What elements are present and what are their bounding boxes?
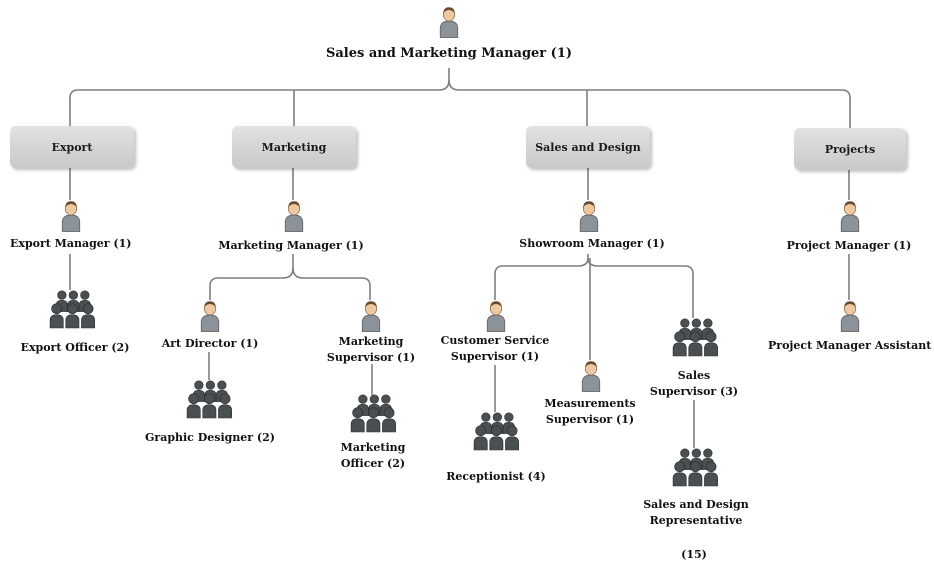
top-manager-person-icon: [438, 4, 460, 42]
export-manager-label: Export Manager (1): [10, 237, 132, 250]
dept-export: Export: [10, 126, 134, 168]
dept-sales-and-design: Sales and Design: [526, 126, 650, 168]
receptionist-label: Receptionist (4): [446, 470, 546, 483]
export-officer-label: Export Officer (2): [20, 341, 130, 354]
art-director-person-icon: [199, 298, 221, 336]
marketing-officer-label: Marketing Officer (2): [340, 441, 406, 470]
showroom-manager-label: Showroom Manager (1): [519, 237, 665, 250]
export-officer-group-icon: [49, 288, 95, 338]
sales-design-representative-label: Sales and Design Representative: [643, 498, 749, 527]
top-manager-label: Sales and Marketing Manager (1): [325, 46, 573, 61]
project-manager-assistant-person-icon: [839, 298, 861, 336]
sales-design-representative-group-icon: [672, 446, 718, 496]
sales-design-representative-count: (15): [681, 548, 707, 561]
marketing-manager-label: Marketing Manager (1): [218, 239, 364, 252]
graphic-designer-label: Graphic Designer (2): [145, 431, 275, 444]
connector-top: [69, 68, 450, 128]
marketing-officer-group-icon: [350, 392, 396, 442]
marketing-manager-person-icon: [283, 198, 305, 236]
customer-service-supervisor-person-icon: [485, 298, 507, 336]
receptionist-group-icon: [473, 410, 519, 460]
measurements-supervisor-person-icon: [580, 358, 602, 396]
art-director-label: Art Director (1): [161, 337, 259, 350]
showroom-manager-person-icon: [578, 198, 600, 236]
project-manager-person-icon: [839, 198, 861, 236]
marketing-supervisor-label: Marketing Supervisor (1): [326, 335, 416, 364]
export-manager-person-icon: [60, 198, 82, 236]
sales-supervisor-group-icon: [672, 316, 718, 366]
dept-projects: Projects: [794, 128, 906, 170]
connector-top-right: [448, 79, 851, 128]
sales-supervisor-label: Sales Supervisor (3): [649, 369, 739, 398]
project-manager-assistant-label: Project Manager Assistant (1): [768, 339, 934, 352]
dept-marketing: Marketing: [232, 126, 356, 168]
measurements-supervisor-label: Measurements Supervisor (1): [544, 397, 636, 426]
project-manager-label: Project Manager (1): [786, 239, 912, 252]
graphic-designer-group-icon: [186, 378, 232, 428]
customer-service-supervisor-label: Customer Service Supervisor (1): [440, 334, 550, 363]
marketing-supervisor-person-icon: [360, 298, 382, 336]
